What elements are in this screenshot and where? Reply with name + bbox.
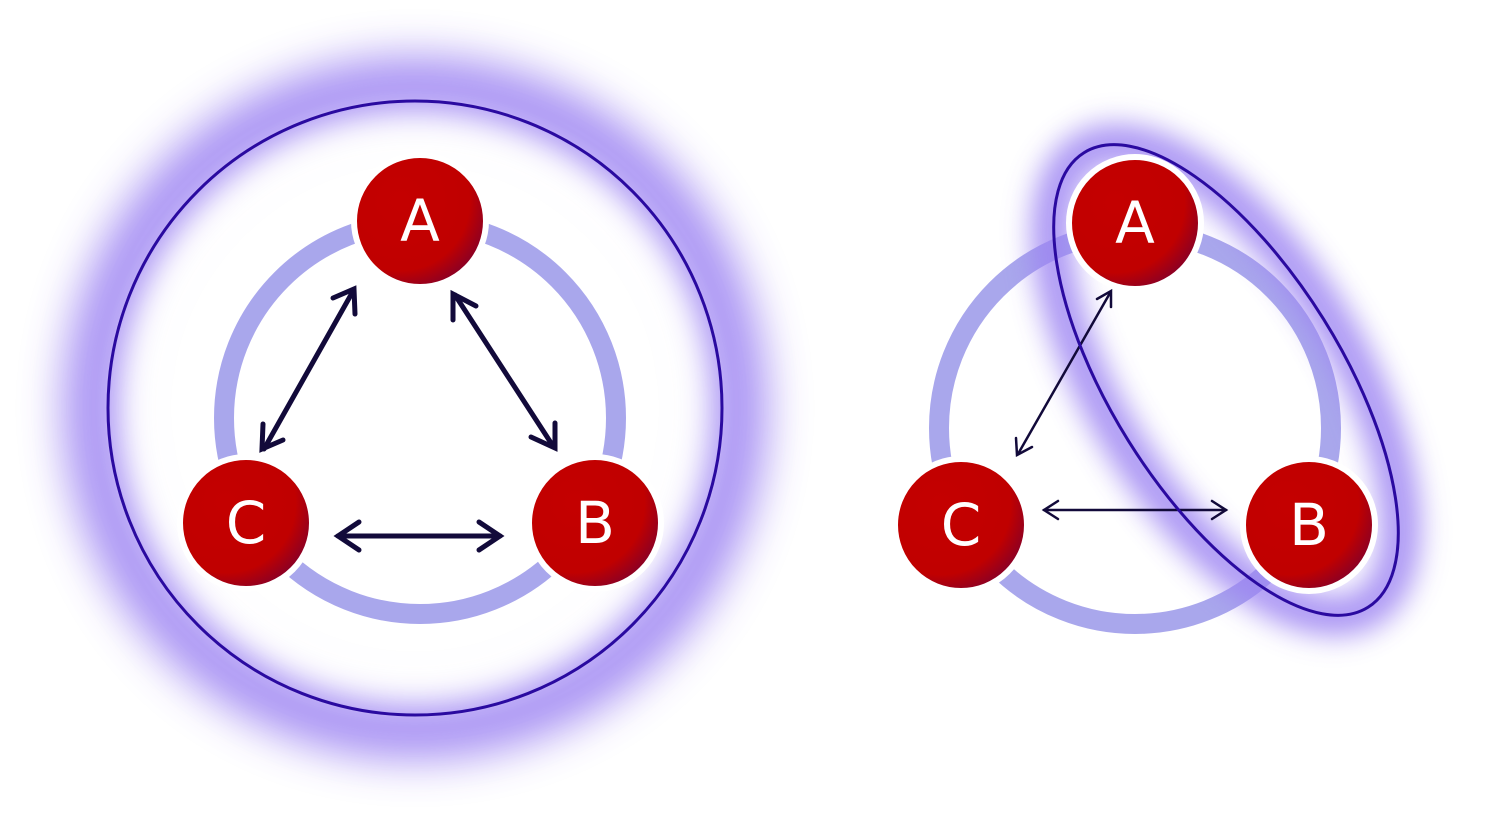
right-node-a-label: A (1115, 189, 1155, 257)
edge-a-c-right (1016, 291, 1112, 456)
left-node-c: C (177, 454, 315, 592)
right-glow-halo (1031, 123, 1421, 637)
right-node-a: A (1066, 154, 1204, 292)
right-diagram: A B C (892, 123, 1421, 637)
left-node-c-label: C (226, 489, 267, 557)
edge-a-b (452, 292, 556, 449)
left-diagram: A B C (64, 57, 766, 759)
right-node-c: C (892, 456, 1030, 594)
right-node-c-label: C (941, 491, 982, 559)
right-node-b-label: B (1289, 491, 1329, 559)
right-boundary-ellipse (1052, 143, 1400, 617)
right-edges (1014, 288, 1229, 521)
right-node-b: B (1240, 456, 1378, 594)
edge-a-c (261, 290, 355, 452)
left-boundary-circle (106, 99, 724, 717)
left-node-a: A (351, 152, 489, 290)
left-edges (259, 285, 558, 553)
left-node-b-label: B (575, 489, 615, 557)
left-glow-halo (64, 57, 766, 759)
left-node-b: B (526, 454, 664, 592)
left-node-a-label: A (400, 187, 440, 255)
